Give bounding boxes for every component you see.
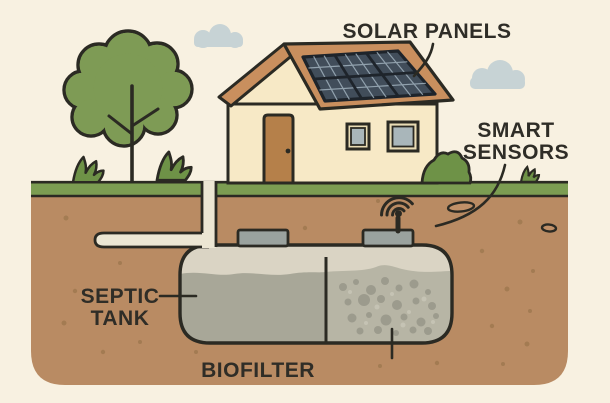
house: [217, 40, 455, 185]
bush: [420, 150, 473, 185]
tank-liquid: [180, 272, 326, 343]
house-door: [262, 113, 295, 185]
smart-sensors-leader: [434, 163, 507, 228]
solar-panel-array: [301, 49, 437, 103]
inlet-pipe-horizontal: [95, 233, 209, 247]
tree-trunk: [107, 84, 160, 183]
cloud-left-icon: [194, 24, 243, 48]
soil-speckles: [61, 199, 535, 368]
solar-panels-label: SOLAR PANELS: [343, 20, 512, 43]
smart-sensor-unit: [361, 228, 415, 248]
door-handle: [285, 148, 291, 154]
inlet-pipe-vertical: [202, 181, 216, 248]
wifi-icon: [380, 196, 414, 218]
solar-panels-leader: [412, 42, 435, 78]
biofilter-speckles-light: [348, 290, 435, 328]
tank-lid-sensor-left: [236, 228, 290, 248]
septic-tank-label-line1: SEPTIC: [81, 285, 160, 308]
tree: [62, 29, 194, 183]
smart-sensors-label-line1: SMART: [477, 119, 554, 142]
leader-lines: [158, 42, 507, 360]
house-window-left: [345, 122, 371, 151]
biofilter-label: BIOFILTER: [201, 359, 315, 382]
biofilter-speckles: [339, 277, 439, 336]
house-window-right: [386, 120, 420, 153]
soil-pebbles: [446, 201, 558, 233]
tank-outline: [178, 243, 454, 345]
septic-tank: [178, 243, 454, 345]
panel-streaks: [308, 51, 426, 101]
septic-tank-label-line2: TANK: [91, 307, 150, 330]
panel-grid: [313, 52, 417, 100]
pipes: [93, 181, 218, 249]
cloud-right-icon: [470, 60, 525, 89]
smart-sensors-label-line2: SENSORS: [463, 141, 569, 164]
